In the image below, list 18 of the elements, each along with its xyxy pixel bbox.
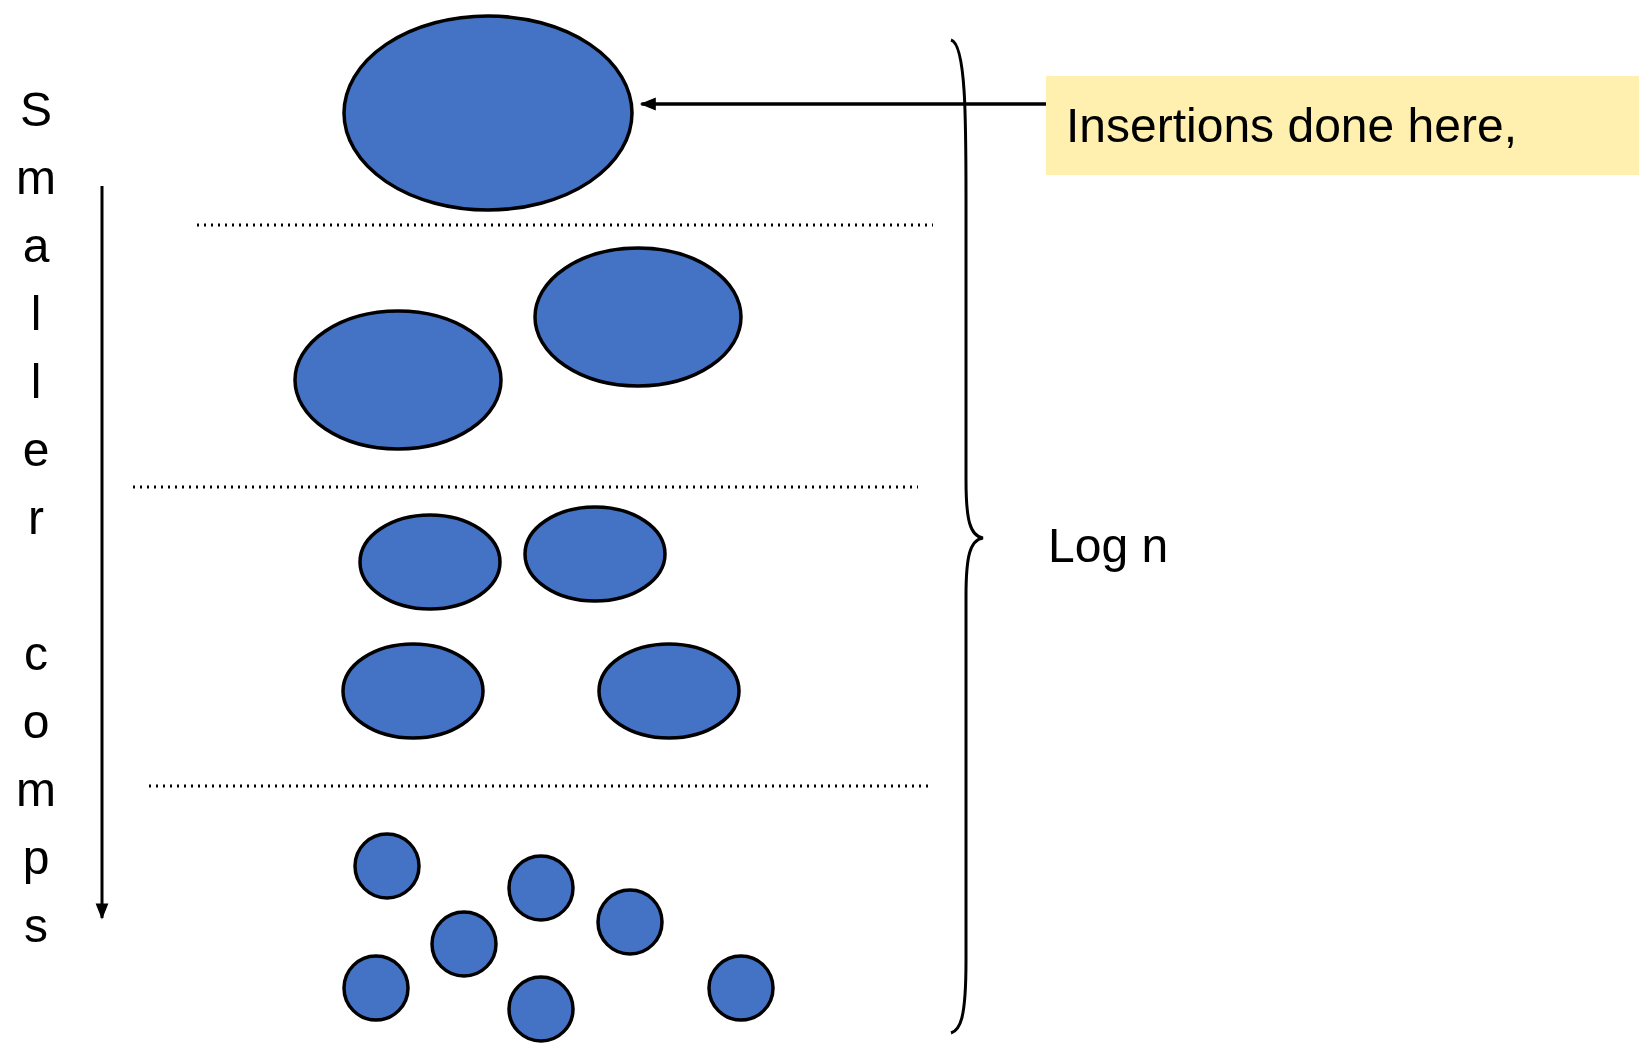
vertical-label: Smaller comps — [15, 82, 57, 954]
ellipse-shape — [293, 309, 503, 451]
circle-shape — [342, 954, 410, 1022]
circle-shape — [353, 832, 421, 900]
ellipse-shape — [597, 642, 741, 740]
circle-shape — [707, 954, 775, 1022]
circle-shape — [596, 888, 664, 956]
circle-shape — [430, 910, 498, 978]
ellipse-shape — [358, 513, 502, 611]
arrow — [639, 97, 1046, 111]
brace-label: Log n — [1048, 518, 1169, 573]
circle-shape — [507, 854, 575, 922]
ellipse-shape — [341, 642, 485, 740]
ellipse-shape — [533, 246, 743, 388]
circle-shape — [507, 975, 575, 1043]
ellipse-shape — [523, 505, 667, 603]
note-box: Insertions done here, — [1046, 76, 1639, 175]
ellipse-shape — [342, 14, 634, 212]
